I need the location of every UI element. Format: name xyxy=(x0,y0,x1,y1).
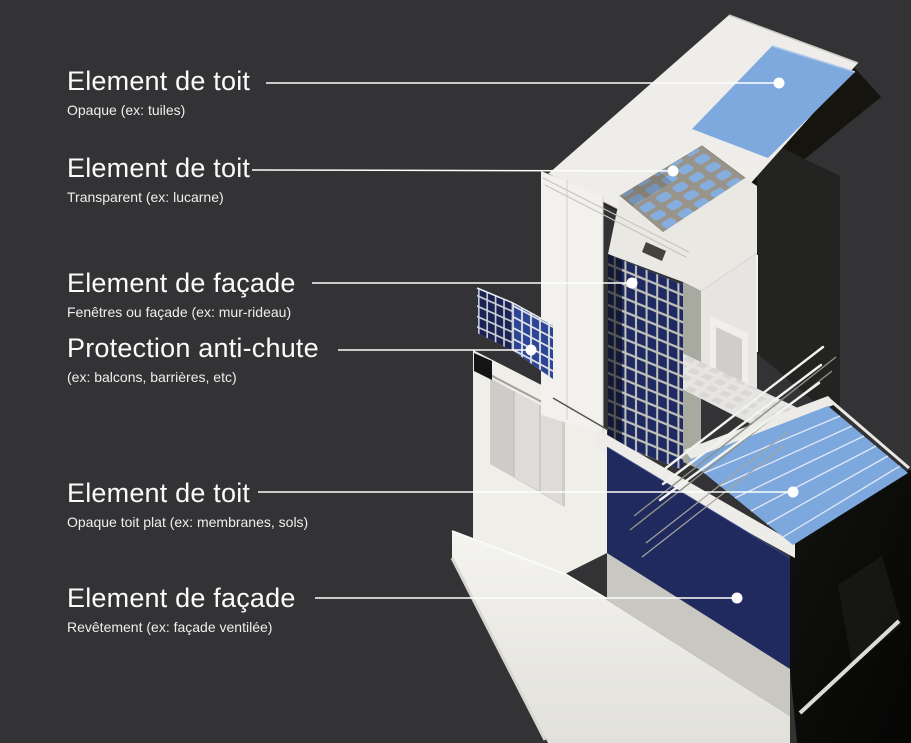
label-facade-windows: Element de façade Fenêtres ou façade (ex… xyxy=(67,268,296,321)
roof-tile-panel xyxy=(692,46,855,158)
callout-dot-fall-protection xyxy=(525,344,537,356)
label-roof-transparent-title: Element de toit xyxy=(67,153,251,183)
callout-dot-roof-opaque xyxy=(773,77,785,89)
guardrail-lines xyxy=(658,345,825,502)
label-facade-windows-title: Element de façade xyxy=(67,268,296,298)
callout-dot-flat-roof xyxy=(787,486,799,498)
curtain-wall-glazing xyxy=(608,254,683,470)
label-facade-cladding-subtitle: Revêtement (ex: façade ventilée) xyxy=(67,619,273,635)
flat-roof-right-parapet xyxy=(830,399,910,470)
wing-recess-back-panel xyxy=(514,391,562,504)
callout-dot-facade-windows xyxy=(626,277,638,289)
label-flat-roof-title: Element de toit xyxy=(67,478,251,508)
lintel-wall xyxy=(608,178,757,291)
balustrade-top-rail xyxy=(476,287,554,326)
roof-tile-panel-highlight xyxy=(771,45,856,73)
tower-left-wall xyxy=(541,171,603,434)
skylight-frame-shade xyxy=(620,172,672,206)
callout-dots xyxy=(525,77,799,604)
cladding-navy-panel xyxy=(607,447,790,669)
label-fall-protection-title: Protection anti-chute xyxy=(67,333,319,363)
callout-dot-facade-cladding xyxy=(731,592,743,604)
base-gray-band xyxy=(607,553,790,716)
inner-dark-wall xyxy=(757,136,840,424)
label-roof-transparent-subtitle: Transparent (ex: lucarne) xyxy=(67,189,224,205)
label-fall-protection-subtitle: (ex: balcons, barrières, etc) xyxy=(67,369,237,385)
label-facade-cladding: Element de façade Revêtement (ex: façade… xyxy=(67,583,296,636)
label-roof-opaque-title: Element de toit xyxy=(67,66,251,96)
label-flat-roof: Element de toit Opaque toit plat (ex: me… xyxy=(67,478,308,531)
label-facade-windows-subtitle: Fenêtres ou façade (ex: mur-rideau) xyxy=(67,304,292,320)
curtain-wall-left-shadow xyxy=(608,254,622,447)
label-flat-roof-subtitle: Opaque toit plat (ex: membranes, sols) xyxy=(67,514,309,530)
callout-dot-roof-transparent xyxy=(667,165,679,177)
tower-wing-seam xyxy=(552,397,609,431)
label-facade-cladding-title: Element de façade xyxy=(67,583,296,613)
roof-ridge-edge xyxy=(728,14,859,64)
end-wall-shadow-blob xyxy=(838,556,902,665)
eave-groove-1 xyxy=(542,177,690,253)
roof-fascia-band xyxy=(597,429,795,558)
callout-line-roof-transparent xyxy=(251,169,674,172)
balustrade-corner-notch xyxy=(474,353,492,380)
eave-groove-2 xyxy=(544,184,687,258)
base-plinth xyxy=(452,531,790,743)
plinth-left-bevel xyxy=(450,557,547,741)
balustrade-right-glass xyxy=(513,303,553,379)
lintel-notch xyxy=(642,242,666,261)
label-roof-opaque: Element de toit Opaque (ex: tuiles) xyxy=(67,66,250,119)
callout-lines xyxy=(251,82,793,599)
label-roof-opaque-subtitle: Opaque (ex: tuiles) xyxy=(67,102,186,118)
plinth-top-edge-highlight xyxy=(451,530,608,600)
label-fall-protection: Protection anti-chute (ex: balcons, barr… xyxy=(67,333,319,386)
membrane-seam-lines xyxy=(703,415,901,538)
label-roof-transparent: Element de toit Transparent (ex: lucarne… xyxy=(67,153,250,206)
skylight-glazing xyxy=(620,146,745,232)
balustrade-left-glass xyxy=(477,288,513,351)
end-wall-reflection-streak xyxy=(798,619,901,715)
